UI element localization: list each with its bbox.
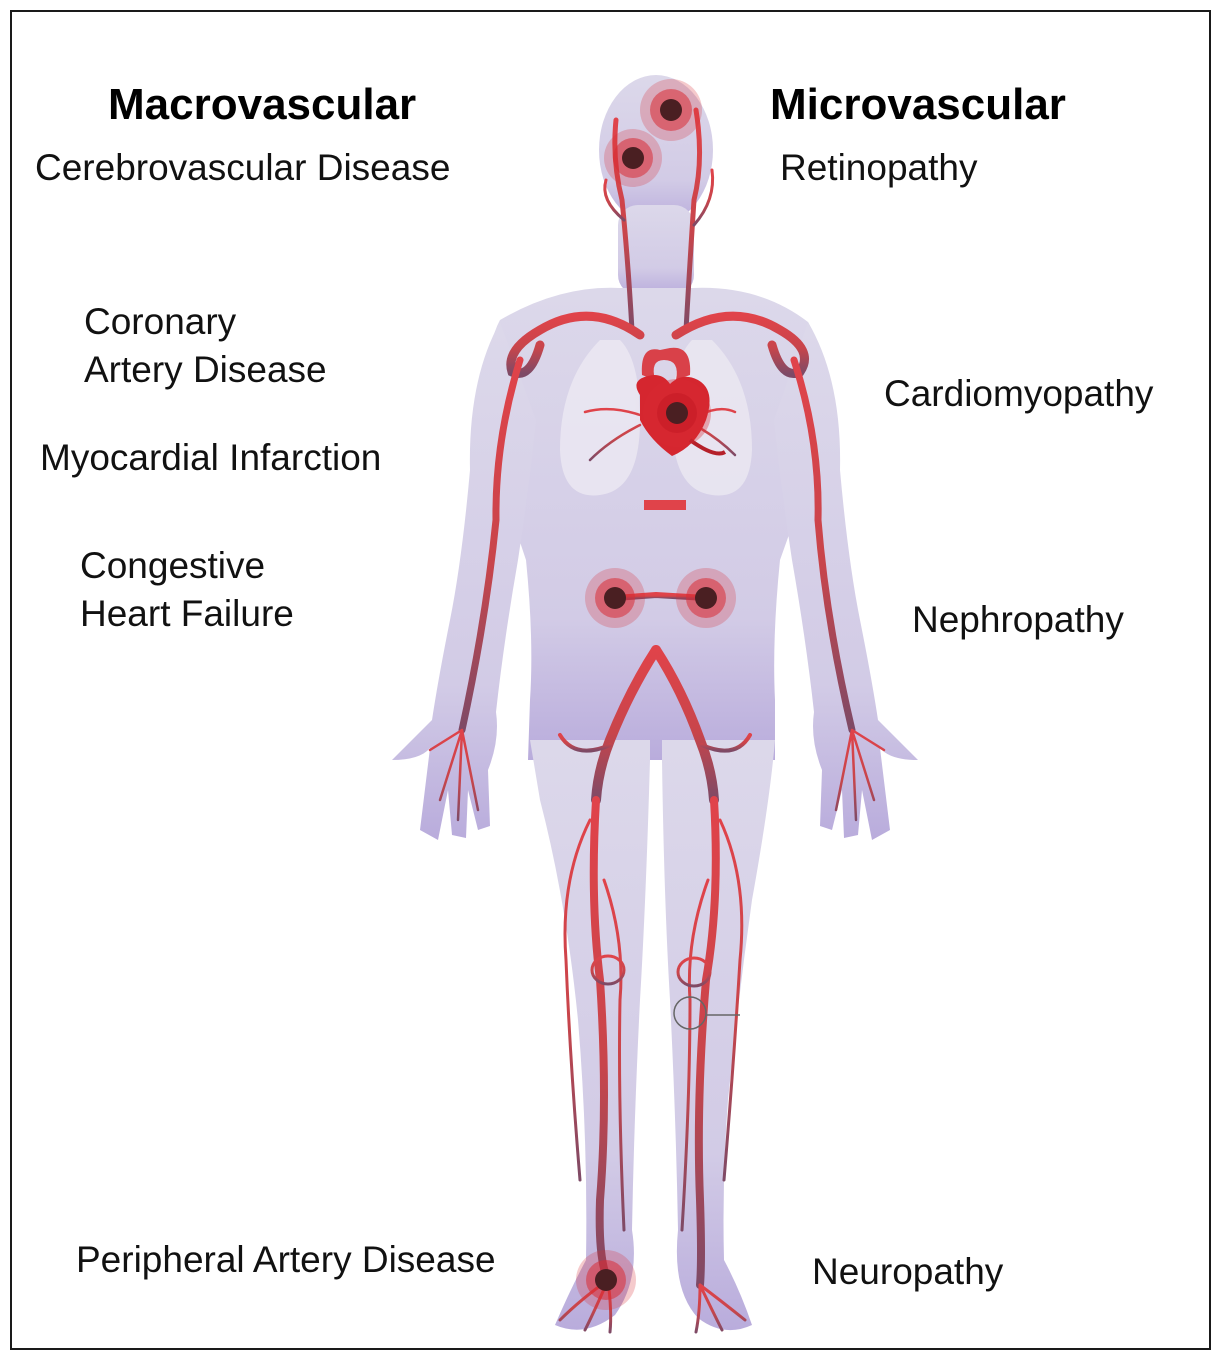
label-retinopathy: Retinopathy (780, 144, 977, 192)
label-nephropathy: Nephropathy (912, 596, 1124, 644)
macrovascular-header: Macrovascular (108, 80, 416, 130)
label-myocardial-infarction: Myocardial Infarction (40, 434, 381, 482)
label-cardiomyopathy: Cardiomyopathy (884, 370, 1153, 418)
label-peripheral-artery-disease: Peripheral Artery Disease (76, 1236, 496, 1284)
hotspot-kidney-right (676, 568, 736, 628)
hotspot-heart (643, 379, 711, 447)
label-cerebrovascular-disease: Cerebrovascular Disease (35, 144, 450, 192)
microvascular-header: Microvascular (770, 80, 1066, 130)
hotspot-foot (576, 1250, 636, 1310)
hotspot-kidney-left (585, 568, 645, 628)
label-coronary-line1: Coronary (84, 298, 236, 346)
label-coronary-line2: Artery Disease (84, 346, 327, 394)
label-neuropathy: Neuropathy (812, 1248, 1003, 1296)
hotspot-brain-upper (640, 79, 702, 141)
label-chf-line2: Heart Failure (80, 590, 294, 638)
hotspot-brain-lower (604, 129, 662, 187)
label-chf-line1: Congestive (80, 542, 265, 590)
